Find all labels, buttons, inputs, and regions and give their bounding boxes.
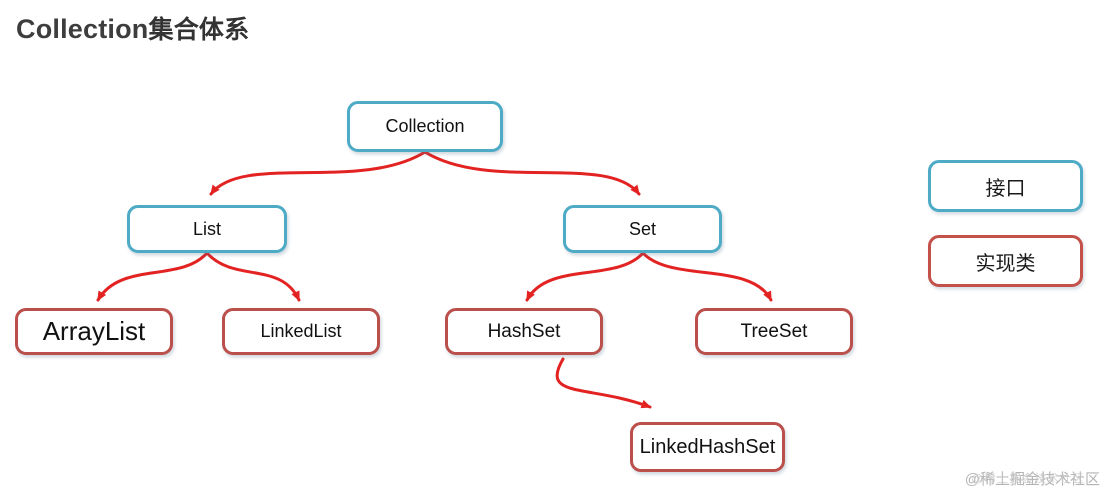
node-collection-label: Collection [385, 116, 465, 136]
node-collection: Collection [347, 101, 503, 152]
node-hashset: HashSet [445, 308, 603, 355]
edge-hashset-linkedhashset [555, 357, 652, 409]
legend-implementation: 实现类 [928, 235, 1083, 287]
node-arraylist-label: ArrayList [42, 316, 146, 346]
edge-collection-set [423, 150, 641, 196]
page-title: Collection集合体系 [16, 10, 249, 46]
node-linkedhashset: LinkedHashSet [630, 422, 785, 472]
edge-set-hashset [525, 251, 645, 302]
edge-collection-list [209, 150, 427, 196]
watermark-text: @稀土掘金技术社区 [964, 471, 1100, 488]
page-title-en: Collection [16, 14, 149, 44]
page-title-zh: 集合体系 [148, 15, 250, 44]
node-list-label: List [192, 218, 221, 239]
legend-interface: 接口 [928, 160, 1083, 212]
node-linkedlist-label: LinkedList [260, 321, 342, 341]
node-treeset: TreeSet [695, 308, 853, 355]
node-set-label: Set [628, 218, 657, 239]
node-arraylist: ArrayList [15, 308, 173, 355]
edge-list-linkedlist [205, 251, 301, 302]
edge-set-treeset [641, 251, 773, 302]
edge-list-arraylist [96, 251, 209, 302]
node-list: List [127, 205, 287, 253]
node-set: Set [563, 205, 722, 253]
legend-interface-label: 接口 [985, 175, 1026, 200]
legend-implementation-label: 实现类 [975, 250, 1036, 275]
watermark-ghost: @稀土掘金技术社区 [971, 473, 1085, 485]
node-linkedlist: LinkedList [222, 308, 380, 355]
node-linkedhashset-label: LinkedHashSet [639, 435, 776, 458]
watermark: @稀土掘金技术社区 @稀土掘金技术社区 [965, 468, 1100, 489]
node-hashset-label: HashSet [487, 320, 561, 342]
node-treeset-label: TreeSet [740, 320, 808, 342]
